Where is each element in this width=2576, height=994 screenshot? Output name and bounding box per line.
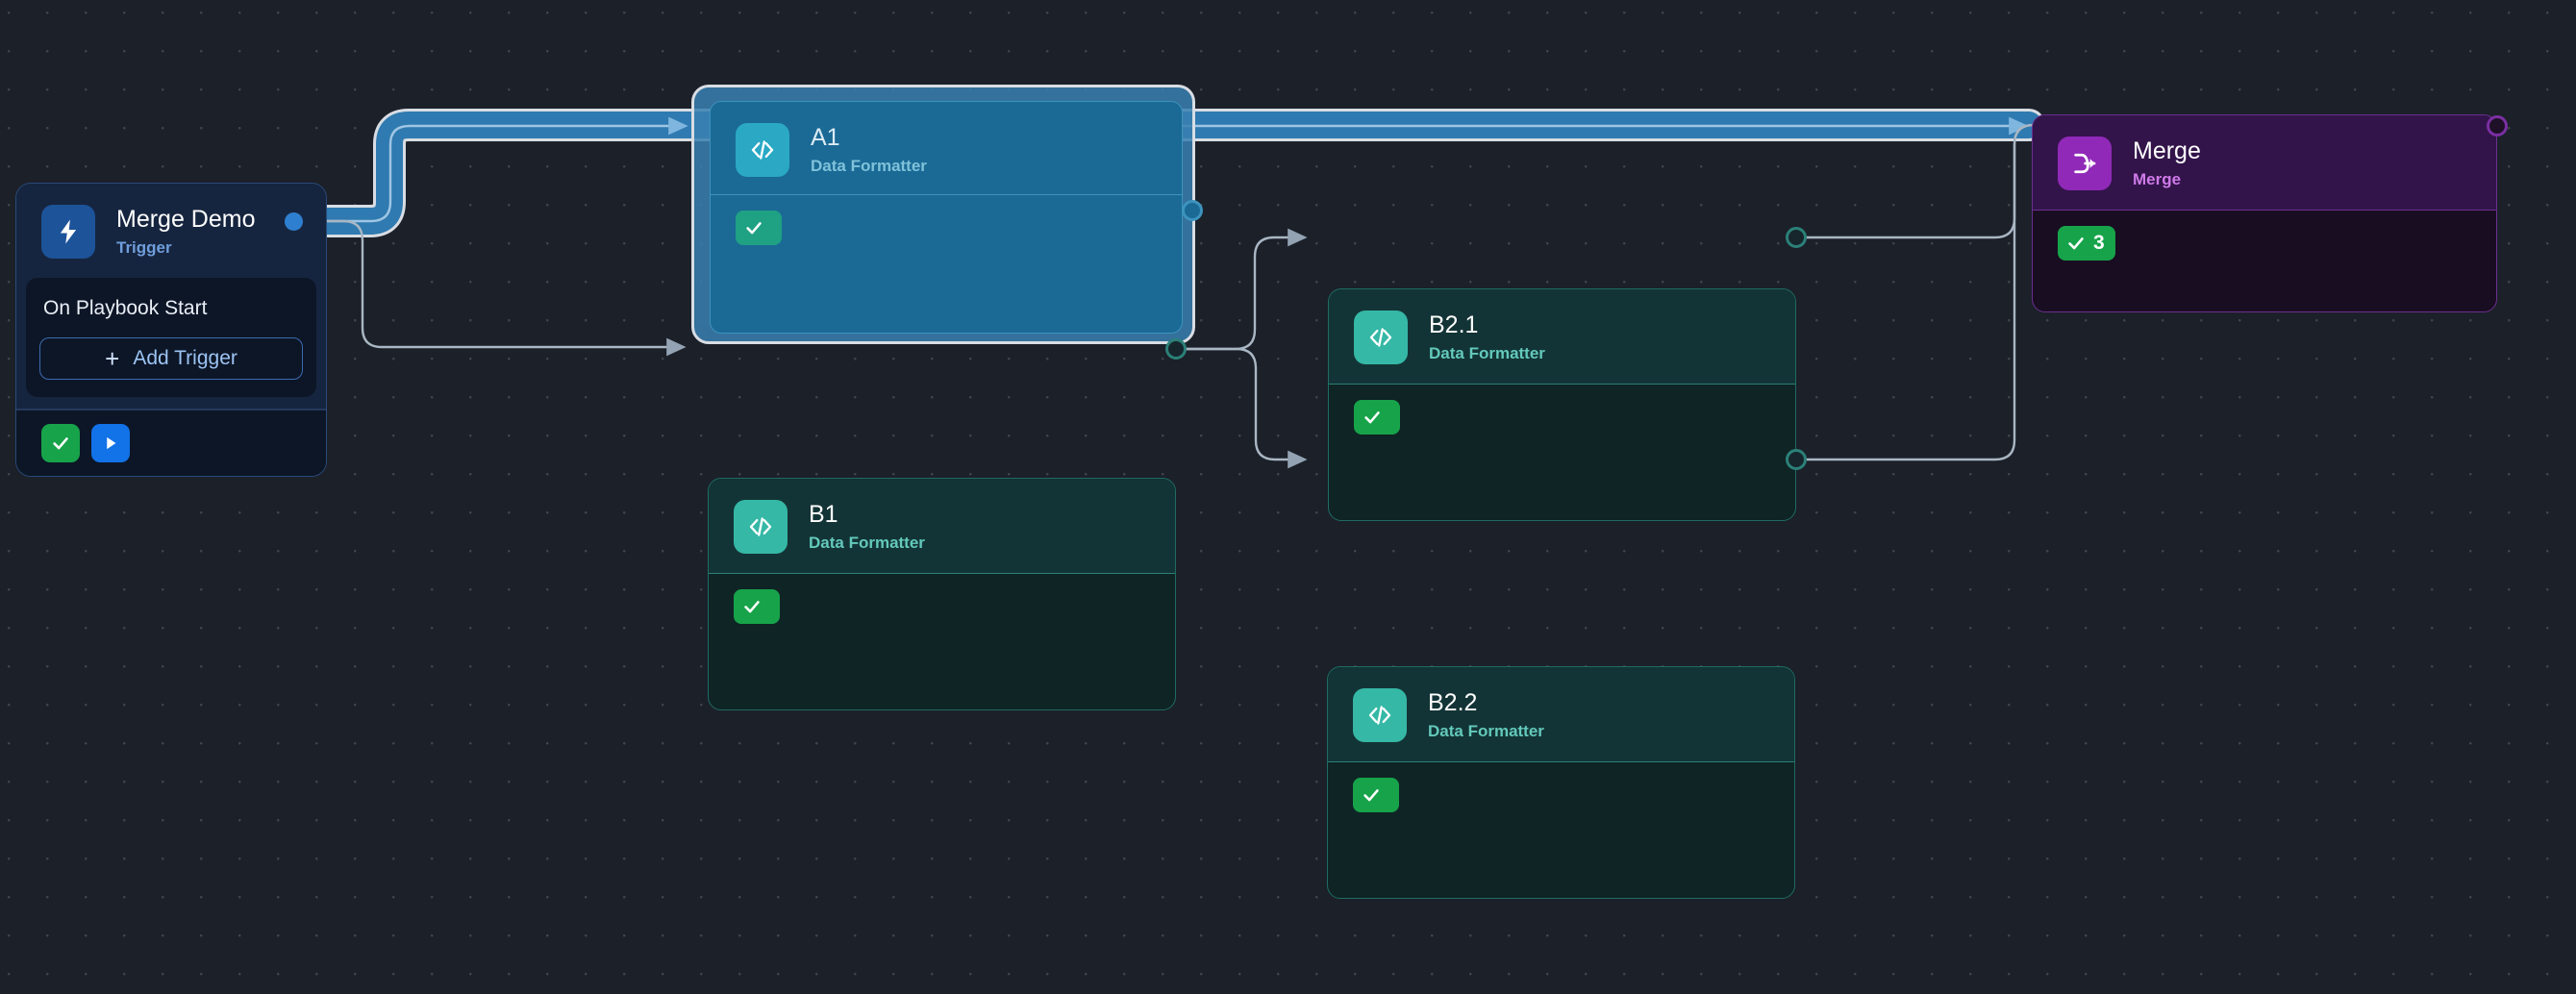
status-count: 3 <box>2093 232 2105 254</box>
code-brackets-icon <box>736 123 789 177</box>
status-badge <box>1354 400 1400 435</box>
edge-b21-to-merge <box>1802 123 2035 239</box>
node-titles: B2.2 Data Formatter <box>1428 689 1544 741</box>
node-title: B1 <box>809 501 838 528</box>
node-a1-output-port[interactable] <box>1182 200 1203 221</box>
code-brackets-icon <box>1353 688 1407 742</box>
node-titles: Merge Merge <box>2133 137 2201 189</box>
node-title: Merge Demo <box>116 206 256 233</box>
node-body <box>709 574 1175 641</box>
node-titles: B2.1 Data Formatter <box>1429 311 1545 363</box>
node-header: A1 Data Formatter <box>711 102 1182 195</box>
node-b1[interactable]: B1 Data Formatter <box>708 478 1176 710</box>
node-title: Merge <box>2133 137 2201 164</box>
node-body <box>1328 762 1794 830</box>
node-trigger-output-port[interactable] <box>285 212 303 231</box>
node-a1[interactable]: A1 Data Formatter <box>710 101 1183 334</box>
node-b22-output-port[interactable] <box>1786 449 1807 470</box>
add-trigger-button[interactable]: + Add Trigger <box>39 337 303 380</box>
node-subtitle: Merge <box>2133 170 2182 188</box>
trigger-panel-label: On Playbook Start <box>43 297 208 319</box>
node-merge[interactable]: Merge Merge 3 <box>2032 114 2497 312</box>
node-header: B2.1 Data Formatter <box>1329 289 1795 385</box>
edge-trigger-to-b1 <box>293 219 687 357</box>
node-a1-selection-halo[interactable]: A1 Data Formatter <box>691 85 1203 344</box>
node-titles: B1 Data Formatter <box>809 501 925 553</box>
status-badge <box>734 589 780 624</box>
node-b21-output-port[interactable] <box>1786 227 1807 248</box>
node-body: 3 <box>2033 211 2496 278</box>
node-b1-output-port[interactable] <box>1165 338 1187 360</box>
node-body <box>1329 385 1795 452</box>
run-button[interactable] <box>91 424 130 462</box>
trigger-node-top: Merge Demo Trigger On Playbook Start + A… <box>16 184 326 410</box>
check-button[interactable] <box>41 424 80 462</box>
node-title: B2.2 <box>1428 689 1478 716</box>
merge-arrow-icon <box>2058 137 2112 190</box>
node-b22[interactable]: B2.2 Data Formatter <box>1327 666 1795 899</box>
node-subtitle: Data Formatter <box>1428 722 1544 740</box>
edge-trigger-to-a1-highlight <box>277 109 728 237</box>
node-subtitle: Data Formatter <box>811 157 927 175</box>
trigger-node-footer <box>16 410 326 476</box>
code-brackets-icon <box>734 500 788 554</box>
node-title: B2.1 <box>1429 311 1479 338</box>
edge-trigger-to-a1 <box>293 116 688 223</box>
node-header: Merge Demo Trigger <box>16 184 326 278</box>
trigger-panel: On Playbook Start + Add Trigger <box>26 278 316 397</box>
node-body <box>711 195 1182 262</box>
node-header: B2.2 Data Formatter <box>1328 667 1794 762</box>
node-header: Merge Merge <box>2033 115 2496 211</box>
node-subtitle: Data Formatter <box>809 534 925 552</box>
node-subtitle: Trigger <box>116 238 172 257</box>
node-b21[interactable]: B2.1 Data Formatter <box>1328 288 1796 521</box>
edge-b1-to-b22 <box>1180 347 1308 469</box>
plus-icon: + <box>105 344 120 373</box>
add-trigger-label: Add Trigger <box>133 347 238 369</box>
edge-b1-to-b21 <box>1180 228 1308 351</box>
node-trigger[interactable]: Merge Demo Trigger On Playbook Start + A… <box>15 183 327 477</box>
status-badge: 3 <box>2058 226 2115 261</box>
lightning-bolt-icon <box>41 205 95 259</box>
status-badge <box>1353 778 1399 812</box>
node-titles: Merge Demo Trigger <box>116 206 256 258</box>
node-title: A1 <box>811 124 840 151</box>
edge-b22-to-merge <box>1802 123 2035 461</box>
node-subtitle: Data Formatter <box>1429 344 1545 362</box>
node-header: B1 Data Formatter <box>709 479 1175 574</box>
status-badge <box>736 211 782 245</box>
code-brackets-icon <box>1354 311 1408 364</box>
node-titles: A1 Data Formatter <box>811 124 927 176</box>
node-merge-output-port[interactable] <box>2487 115 2508 137</box>
